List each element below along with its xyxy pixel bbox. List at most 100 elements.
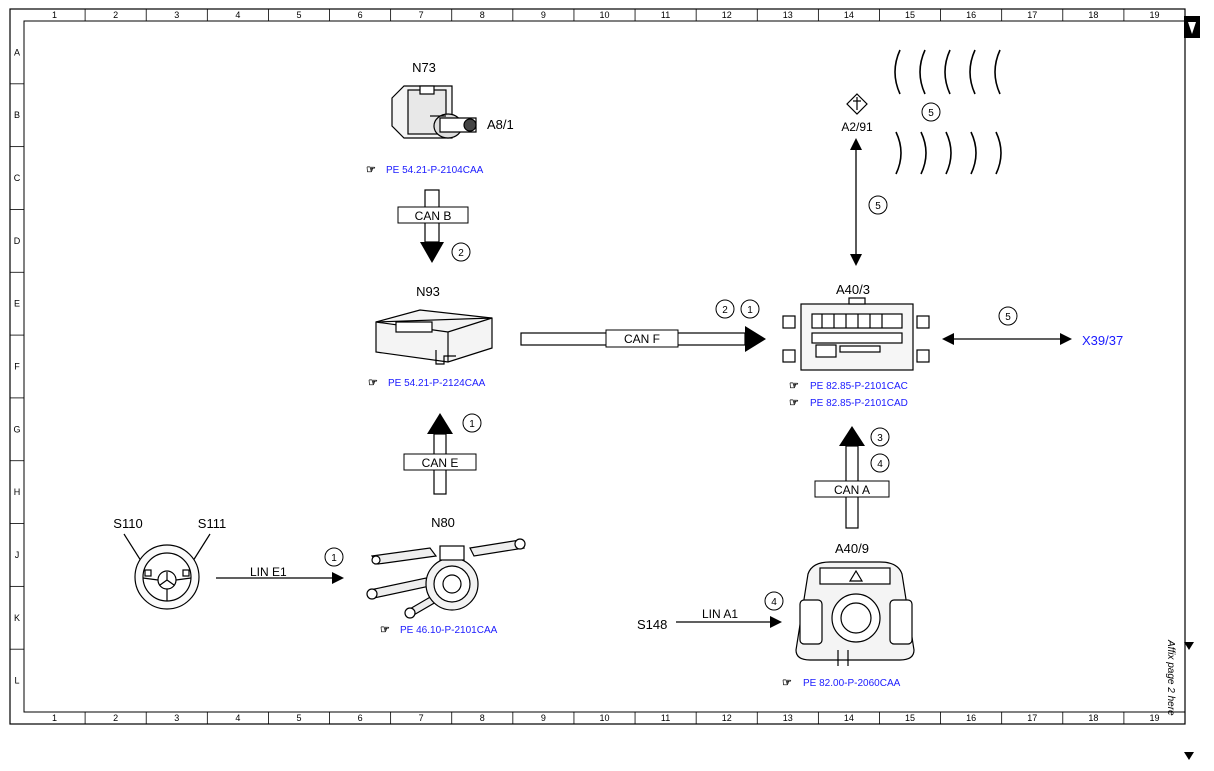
grid-column-label: 16	[966, 713, 976, 723]
grid-column-label: 15	[905, 713, 915, 723]
step-marker-can-a-a: 3	[870, 427, 890, 447]
step-marker-lin-a1: 4	[764, 591, 784, 611]
label-x39-37[interactable]: X39/37	[1082, 333, 1123, 348]
grid-column-label: 12	[722, 10, 732, 20]
lin-e1-label: LIN E1	[250, 565, 287, 579]
gateway-module-icon	[375, 309, 493, 365]
grid-row-label: F	[14, 362, 20, 372]
grid-column-label: 6	[358, 10, 363, 20]
label-a8-1: A8/1	[487, 117, 514, 132]
step-marker-can-e: 1	[462, 413, 482, 433]
grid-column-label: 3	[174, 713, 179, 723]
can-a-arrow: CAN A	[814, 426, 890, 529]
grid-row-label: C	[14, 173, 21, 183]
grid-column-label: 11	[661, 10, 670, 20]
wave-arc	[895, 131, 902, 175]
affix-page-note: Affix page 2 here	[1165, 640, 1176, 716]
grid-column-label: 17	[1027, 713, 1037, 723]
reference-hand-icon: ☞	[366, 164, 376, 176]
grid-column-label: 15	[905, 10, 915, 20]
grid-column-label: 11	[661, 713, 670, 723]
grid-column-label: 19	[1149, 10, 1159, 20]
can-e-label: CAN E	[422, 456, 459, 470]
label-a40-3: A40/3	[836, 282, 870, 297]
wave-arc	[945, 131, 952, 175]
reference-n73[interactable]: ☞ PE 54.21-P-2104CAA	[366, 164, 484, 176]
label-a2-91: A2/91	[841, 120, 873, 134]
grid-column-label: 3	[174, 10, 179, 20]
lin-e1-arrow	[216, 572, 344, 584]
wave-arc	[969, 49, 976, 95]
svg-text:1: 1	[331, 553, 337, 564]
label-s110: S110	[113, 516, 142, 531]
side-marker-bottom-icon	[1184, 752, 1194, 760]
grid-column-label: 4	[235, 713, 240, 723]
label-s148: S148	[637, 617, 667, 632]
grid-column-label: 1	[52, 10, 57, 20]
grid-column-label: 18	[1088, 10, 1098, 20]
label-n80: N80	[431, 515, 455, 530]
wave-arc	[920, 131, 927, 175]
grid-column-label: 18	[1088, 713, 1098, 723]
label-a40-9: A40/9	[835, 541, 869, 556]
reference-a40-3-2-text: PE 82.85-P-2101CAD	[810, 398, 908, 409]
x39-37-link-arrow	[942, 333, 1072, 345]
grid-column-label: 7	[419, 10, 424, 20]
wave-arc	[970, 131, 977, 175]
grid-column-label: 5	[296, 713, 301, 723]
grid-column-label: 9	[541, 10, 546, 20]
svg-text:3: 3	[877, 433, 883, 444]
steering-wheel-icon	[123, 533, 211, 610]
svg-text:5: 5	[1005, 312, 1011, 323]
grid-column-label: 13	[783, 713, 793, 723]
grid-column-label: 10	[599, 10, 609, 20]
grid-column-label: 17	[1027, 10, 1037, 20]
reference-n93[interactable]: ☞ PE 54.21-P-2124CAA	[368, 377, 486, 389]
grid-column-label: 8	[480, 10, 485, 20]
svg-text:2: 2	[458, 248, 464, 259]
reference-hand-icon: ☞	[368, 377, 378, 389]
step-marker-can-a-b: 4	[870, 453, 890, 473]
can-b-arrow: CAN B	[397, 189, 469, 263]
grid-row-label: L	[14, 676, 19, 686]
step-marker-can-b: 2	[451, 242, 471, 262]
reference-a40-3-2[interactable]: ☞ PE 82.85-P-2101CAD	[789, 397, 908, 409]
grid-column-label: 12	[722, 713, 732, 723]
can-f-arrow: CAN F	[520, 326, 766, 352]
control-panel-icon	[795, 561, 915, 666]
svg-text:2: 2	[722, 305, 728, 316]
label-s111: S111	[198, 516, 226, 531]
reference-n80[interactable]: ☞ PE 46.10-P-2101CAA	[380, 624, 498, 636]
reference-a40-9[interactable]: ☞ PE 82.00-P-2060CAA	[782, 677, 901, 689]
steering-column-module-icon	[366, 538, 526, 619]
grid-column-label: 14	[844, 10, 854, 20]
wave-arc	[995, 131, 1002, 175]
grid-column-label: 13	[783, 10, 793, 20]
reference-hand-icon: ☞	[789, 380, 799, 392]
side-marker-top-icon	[1184, 642, 1194, 650]
grid-row-label: G	[13, 424, 20, 434]
grid-column-label: 19	[1149, 713, 1159, 723]
corner-mark-icon	[1184, 16, 1200, 38]
label-n73: N73	[412, 60, 436, 75]
svg-text:5: 5	[928, 108, 934, 119]
reference-a40-3-1[interactable]: ☞ PE 82.85-P-2101CAC	[789, 380, 908, 392]
wave-arc	[894, 49, 901, 95]
step-marker-lin-e1: 1	[324, 547, 344, 567]
svg-text:4: 4	[877, 459, 883, 470]
wave-arc	[994, 49, 1001, 95]
grid-row-label: A	[14, 47, 20, 57]
can-b-label: CAN B	[415, 209, 452, 223]
can-f-label: CAN F	[624, 332, 660, 346]
lin-a1-arrow	[676, 616, 782, 628]
reference-hand-icon: ☞	[782, 677, 792, 689]
grid-row-label: E	[14, 299, 20, 309]
grid-column-label: 5	[296, 10, 301, 20]
step-marker-can-f-a: 2	[715, 299, 735, 319]
grid-column-label: 8	[480, 713, 485, 723]
step-marker-radio-waves: 5	[921, 102, 941, 122]
svg-text:4: 4	[771, 597, 777, 608]
